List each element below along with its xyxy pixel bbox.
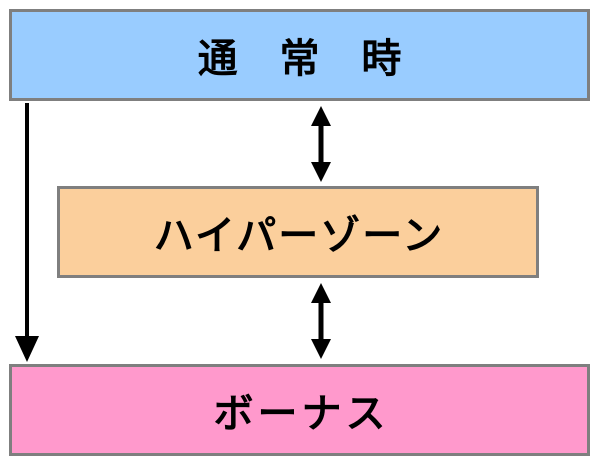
- arrow-normal-to-bonus: [15, 103, 39, 362]
- node-normal-state: 通 常 時: [9, 9, 590, 101]
- node-bonus: ボーナス: [9, 364, 590, 456]
- arrow-normal-hyper-bidirectional: [311, 106, 331, 182]
- node-normal-state-label: 通 常 時: [197, 36, 416, 82]
- node-hyper-zone: ハイパーゾーン: [57, 186, 539, 278]
- node-hyper-zone-label: ハイパーゾーン: [153, 213, 445, 259]
- node-bonus-label: ボーナス: [213, 391, 390, 437]
- arrow-hyper-bonus-bidirectional: [311, 283, 331, 359]
